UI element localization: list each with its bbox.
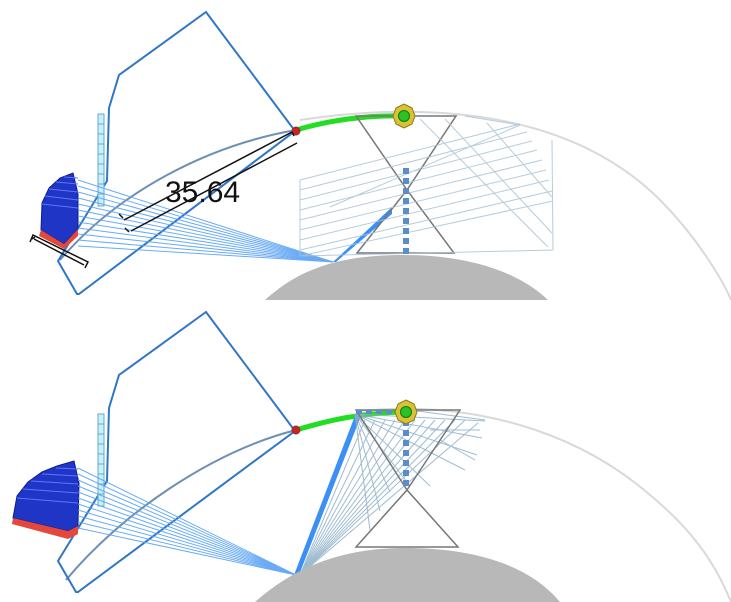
bottom-green-active-arc: [295, 409, 405, 433]
bottom-blue-wedge: [12, 460, 80, 539]
bottom-red-node: [291, 425, 301, 435]
top-hex-marker: [392, 103, 416, 129]
bottom-hex-marker: [394, 399, 418, 425]
bottom-thick-ray: [294, 413, 362, 575]
outer-faint-arc: [299, 110, 731, 301]
dimension-value: 35.64: [165, 176, 240, 209]
top-panel: 35.64: [29, 10, 731, 301]
top-ray-fan: [77, 179, 334, 263]
blue-wedge: [39, 172, 79, 249]
bottom-ray-fan: [77, 467, 297, 576]
cyan-strip: [97, 113, 105, 207]
top-lattice: [299, 115, 554, 257]
bottom-panel: [12, 310, 731, 602]
bottom-hourglass-fan: [299, 409, 486, 576]
top-gray-dome: [265, 255, 548, 300]
bottom-hourglass: [354, 409, 462, 548]
top-red-node: [291, 126, 301, 136]
bottom-cyan-strip: [97, 413, 105, 507]
bottom-gray-dome: [255, 548, 560, 602]
bottom-main-blue-arc: [65, 429, 297, 581]
top-dimension-lines: [29, 131, 298, 269]
top-thick-ray: [333, 207, 392, 262]
